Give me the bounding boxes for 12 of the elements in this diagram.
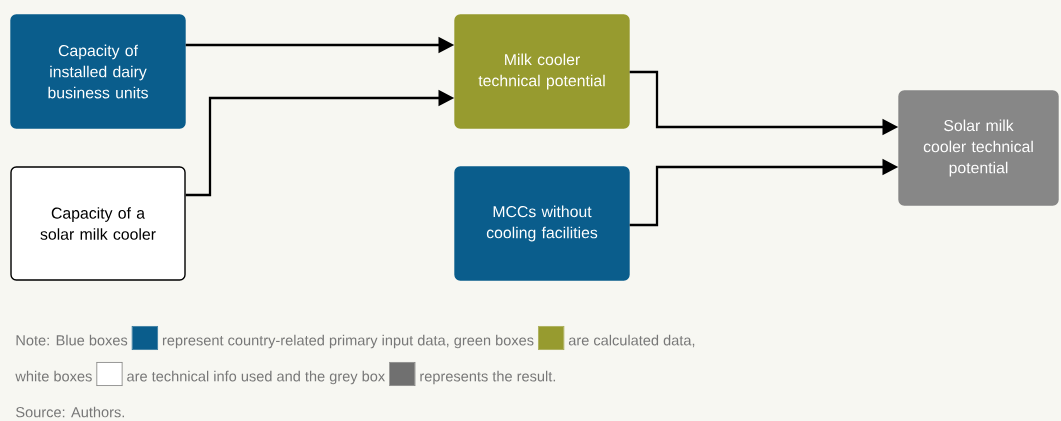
note-text: are technical info used and the grey box: [127, 370, 385, 385]
note-text: represent country-related primary input data, green boxes: [162, 334, 534, 349]
note-text: white boxes: [15, 370, 92, 382]
input-box: Capacity of a solar milk cooler: [10, 166, 186, 281]
note-text: represents the result.: [420, 370, 556, 385]
note-text: Source: Authors.: [16, 406, 124, 418]
note-text: are calculated data,: [568, 334, 695, 348]
note-text: Note: Blue boxes: [16, 334, 128, 346]
result-box: Solar milk cooler technical potential: [898, 90, 1059, 206]
input-box: Capacity of installed dairy business units: [10, 14, 186, 129]
input-box: MCCs without cooling facilities: [454, 166, 630, 281]
calculated-box: Milk cooler technical potential: [454, 14, 630, 129]
